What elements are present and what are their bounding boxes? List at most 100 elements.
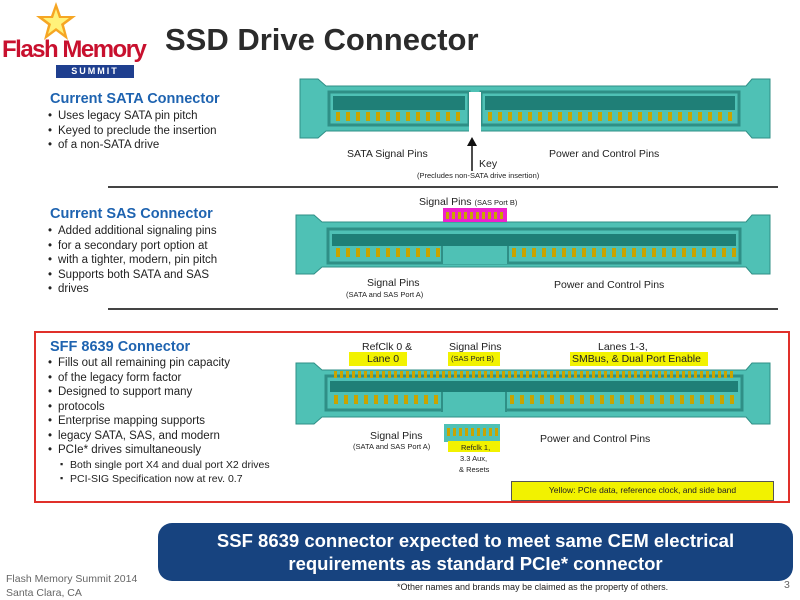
connector-pin	[346, 112, 350, 121]
connector-pin	[366, 112, 370, 121]
sata-bullet-1: Uses legacy SATA pin pitch	[48, 109, 288, 124]
banner-line-1: SSF 8639 connector expected to meet same…	[216, 530, 735, 551]
connector-pin	[720, 395, 724, 404]
connector-pin	[446, 212, 449, 219]
connector-pin	[700, 371, 703, 378]
connector-pin	[400, 371, 403, 378]
connector-pin	[430, 371, 433, 378]
connector-pin	[672, 248, 676, 257]
connector-pin	[336, 112, 340, 121]
sff-lanes-label-1: Lanes 1-3,	[598, 341, 648, 353]
connector-pin	[490, 371, 493, 378]
connector-pin	[548, 112, 552, 121]
connector-pin	[364, 395, 368, 404]
connector-pin	[580, 371, 583, 378]
connector-pin	[544, 371, 547, 378]
sas-title: Current SAS Connector	[50, 206, 213, 222]
sff-refclk-label-2: Lane 0	[367, 353, 400, 365]
connector-pin	[568, 112, 572, 121]
connector-pin	[620, 395, 624, 404]
connector-pin	[690, 395, 694, 404]
connector-pin	[670, 395, 674, 404]
connector-pin	[500, 212, 503, 219]
connector-pin	[406, 112, 410, 121]
connector-pin	[426, 112, 430, 121]
connector-pin	[610, 395, 614, 404]
sata-power-label: Power and Control Pins	[549, 148, 660, 160]
sff-refclk1-label-3: & Resets	[459, 465, 490, 474]
sff-signal-label-small: (SATA and SAS Port A)	[353, 442, 431, 451]
connector-pin	[648, 112, 652, 121]
page-number: 3	[784, 579, 790, 591]
sff-refclk-label-1: RefClk 0 &	[362, 341, 413, 353]
connector-pin	[454, 371, 457, 378]
connector-pin	[412, 371, 415, 378]
connector-pin	[678, 112, 682, 121]
connector-pin	[336, 248, 340, 257]
connector-pin	[340, 371, 343, 378]
connector-pin	[552, 248, 556, 257]
connector-pin	[404, 395, 408, 404]
connector-pin	[542, 248, 546, 257]
connector-pin	[590, 395, 594, 404]
connector-pin	[456, 112, 460, 121]
connector-pin	[682, 371, 685, 378]
connector-pin	[604, 371, 607, 378]
connector-pin	[640, 395, 644, 404]
connector-pin	[718, 371, 721, 378]
connector-pin	[698, 112, 702, 121]
summary-banner: SSF 8639 connector expected to meet same…	[158, 523, 793, 581]
footer-line-1: Flash Memory Summit 2014	[6, 573, 138, 585]
sff-lanes-label-2: SMBus, & Dual Port Enable	[572, 353, 701, 365]
connector-pin	[346, 248, 350, 257]
connector-pin	[354, 395, 358, 404]
connector-pin	[688, 112, 692, 121]
sas-bullet-1: Added additional signaling pins	[48, 224, 288, 239]
connector-pin	[424, 371, 427, 378]
connector-pin	[632, 248, 636, 257]
connector-pin	[578, 112, 582, 121]
connector-pin	[434, 395, 438, 404]
sas-bullet-2: for a secondary port option at	[48, 239, 288, 254]
connector-pin	[668, 112, 672, 121]
connector-pin	[482, 212, 485, 219]
connector-pin	[722, 248, 726, 257]
connector-pin	[680, 395, 684, 404]
sata-key-note: (Precludes non-SATA drive insertion)	[417, 171, 540, 180]
sas-bullet-3: with a tighter, modern, pin pitch	[48, 253, 288, 268]
connector-pin	[550, 395, 554, 404]
connector-pin	[558, 112, 562, 121]
connector-pin	[568, 371, 571, 378]
connector-pin	[602, 248, 606, 257]
connector-pin	[582, 248, 586, 257]
connector-pin	[676, 371, 679, 378]
connector-pin	[334, 395, 338, 404]
connector-pin	[406, 248, 410, 257]
connector-pin	[592, 371, 595, 378]
logo-star-icon	[36, 2, 76, 40]
connector-pin	[670, 371, 673, 378]
connector-pin	[630, 395, 634, 404]
connector-pin	[710, 395, 714, 404]
connector-pin	[334, 371, 337, 378]
sff-bullets: Fills out all remaining pin capacity of …	[48, 356, 293, 486]
connector-pin	[650, 395, 654, 404]
sata-key-label: Key	[479, 158, 498, 170]
connector-pin	[640, 371, 643, 378]
connector-pin	[484, 371, 487, 378]
connector-pin	[530, 395, 534, 404]
connector-pin	[608, 112, 612, 121]
sff-bullet-1: Fills out all remaining pin capacity	[48, 356, 293, 371]
connector-pin	[394, 371, 397, 378]
connector-pin	[652, 371, 655, 378]
sata-title: Current SATA Connector	[50, 91, 220, 107]
divider-2	[108, 308, 778, 310]
connector-pin	[638, 112, 642, 121]
connector-pin	[598, 112, 602, 121]
connector-pin	[580, 395, 584, 404]
connector-pin	[388, 371, 391, 378]
connector-pin	[458, 212, 461, 219]
connector-pin	[498, 112, 502, 121]
connector-pin	[662, 248, 666, 257]
connector-pin	[452, 212, 455, 219]
